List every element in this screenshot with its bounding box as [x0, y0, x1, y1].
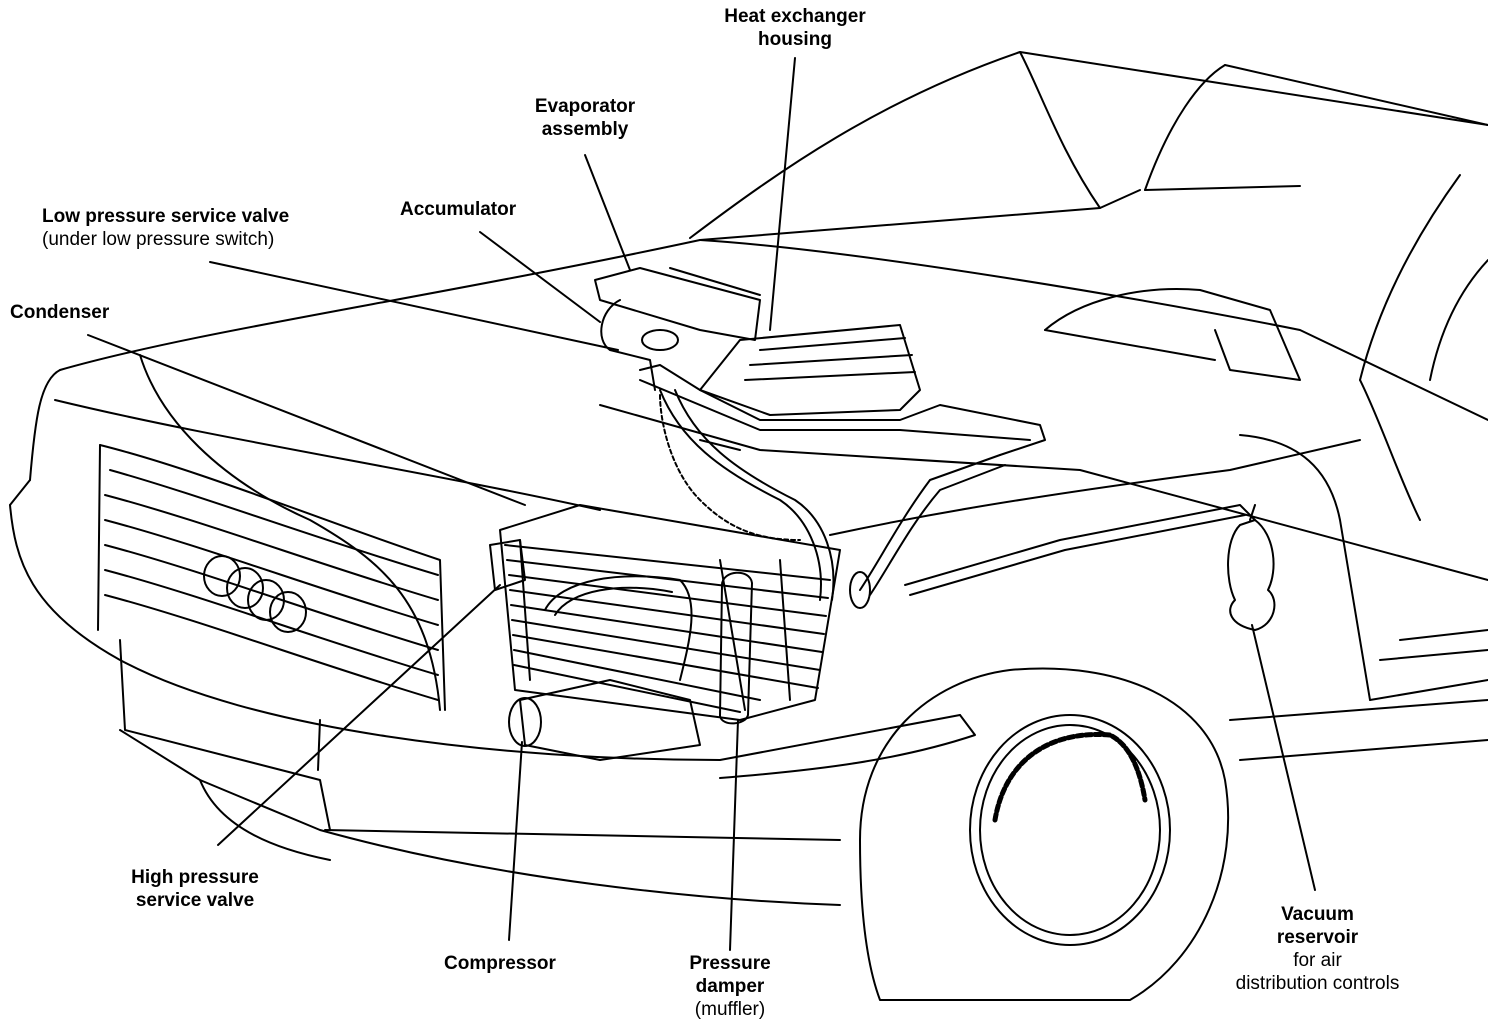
label-line: Accumulator [400, 199, 517, 220]
evaporator-housing [594, 267, 1046, 601]
front-wheel [859, 667, 1230, 1001]
label-line: (under low pressure switch) [42, 229, 275, 250]
label-line: distribution controls [1235, 973, 1400, 994]
leader-compressor [508, 741, 523, 941]
leader-lines [87, 57, 1316, 951]
label-vacuum-reservoir: Vacuum reservoir for air distribution co… [1205, 903, 1430, 995]
label-heat-exchanger-housing: Heat exchanger housing [700, 5, 890, 51]
label-line: for air [1293, 950, 1342, 971]
leader-high-pressure-valve [217, 584, 501, 846]
condenser [499, 504, 841, 761]
leader-vacuum-reservoir [1251, 624, 1316, 891]
label-low-pressure-service-valve: Low pressure service valve (under low pr… [42, 205, 289, 251]
label-accumulator: Accumulator [400, 198, 516, 221]
label-line: service valve [135, 890, 255, 911]
label-line: Low pressure service valve [42, 206, 290, 227]
label-line: Condenser [10, 302, 110, 323]
label-line: assembly [541, 119, 629, 140]
leader-evaporator [584, 154, 631, 271]
label-condenser: Condenser [10, 301, 109, 324]
leader-accumulator [479, 231, 601, 323]
label-line: (muffler) [694, 999, 766, 1020]
leader-low-pressure-valve [209, 261, 619, 351]
label-high-pressure-service-valve: High pressure service valve [100, 866, 290, 912]
label-evaporator-assembly: Evaporator assembly [505, 95, 665, 141]
label-line: Compressor [444, 953, 556, 974]
label-line: Pressure [689, 953, 771, 974]
leader-pressure-damper [729, 719, 739, 951]
label-line: reservoir [1276, 927, 1359, 948]
label-line: Evaporator [534, 96, 636, 117]
label-line: damper [695, 976, 765, 997]
car-body [9, 51, 1488, 906]
label-line: Heat exchanger [724, 6, 866, 27]
leader-condenser [87, 334, 526, 506]
refrigerant-lines [489, 394, 1256, 609]
leader-heat-exchanger [769, 57, 796, 331]
label-line: High pressure [131, 867, 259, 888]
label-compressor: Compressor [444, 952, 556, 975]
label-line: housing [758, 29, 832, 50]
vacuum-reservoir-shape [1227, 504, 1276, 631]
label-line: Vacuum [1281, 904, 1354, 925]
label-pressure-damper: Pressure damper (muffler) [660, 952, 800, 1021]
